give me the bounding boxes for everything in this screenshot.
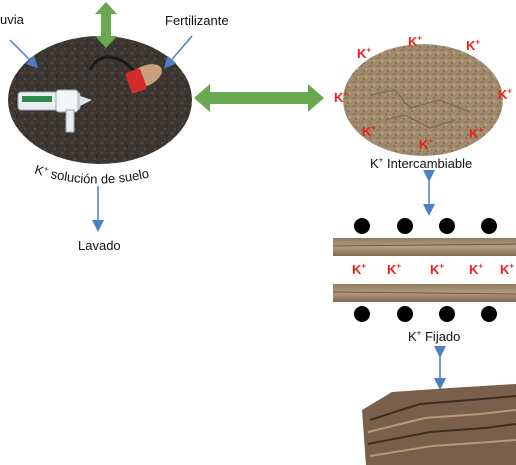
fixed-mineral-rock-photo <box>362 384 516 465</box>
k-ion: K+ <box>466 37 481 53</box>
k-ion: K+ <box>498 86 513 102</box>
k-ion-interlayer: K+ <box>430 261 445 277</box>
interlayer-dots-bottom <box>354 306 497 322</box>
leaching-label: Lavado <box>78 238 121 253</box>
k-ion: K+ <box>334 89 349 105</box>
exchangeable-label: K+ Intercambiable <box>370 155 473 171</box>
k-ion: K+ <box>469 125 484 141</box>
rain-arrow-icon <box>9 39 39 69</box>
soil-solution-photo <box>1 29 199 171</box>
clay-layers <box>332 238 516 302</box>
k-ion-interlayer: K+ <box>387 261 402 277</box>
k-ion: K+ <box>362 123 377 139</box>
fertilizer-label: Fertilizante <box>165 13 229 28</box>
k-ion: K+ <box>419 136 434 152</box>
green-horizontal-arrow-icon <box>194 84 324 112</box>
k-ion-interlayer: K+ <box>352 261 367 277</box>
k-ion-interlayer: K+ <box>500 261 515 277</box>
fixed-label: K+ Fijado <box>408 328 461 344</box>
k-ion-interlayer: K+ <box>469 261 484 277</box>
k-ion: K+ <box>357 45 372 61</box>
fertilizer-arrow-icon <box>164 35 193 69</box>
exchangeable-soil-photo <box>335 36 511 164</box>
interlayer-dots-top <box>354 218 497 234</box>
k-ion: K+ <box>408 33 423 49</box>
rain-label: uvia <box>0 12 24 27</box>
green-vertical-arrow-icon <box>95 2 117 48</box>
